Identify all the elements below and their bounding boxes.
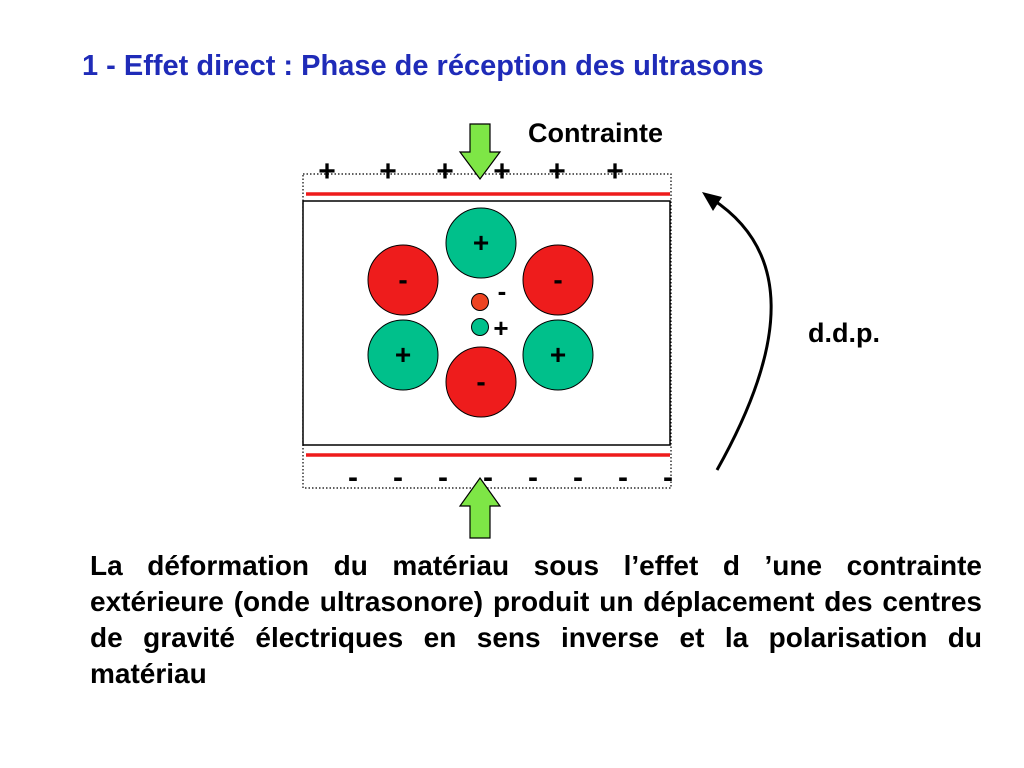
negative-ion — [367, 244, 439, 316]
voltage-arrow-head — [702, 192, 722, 211]
bottom-charge: - — [618, 461, 628, 494]
negative-ion-sign: - — [398, 264, 407, 295]
positive-ion-sign: + — [395, 339, 411, 370]
bottom-surface-charges: - - - - - - - - — [348, 461, 673, 494]
negative-charge-center — [471, 293, 489, 311]
stress-arrow-up — [458, 476, 502, 539]
top-charge: + — [379, 155, 397, 188]
bottom-charge: - — [348, 461, 358, 494]
top-charge: + — [436, 155, 454, 188]
voltage-label: d.d.p. — [808, 318, 880, 348]
stress-label: Contrainte — [528, 118, 663, 148]
positive-ion-sign: + — [473, 227, 489, 258]
top-charge: + — [493, 155, 511, 188]
positive-ion — [522, 319, 594, 391]
positive-ion — [445, 207, 517, 279]
top-charge: + — [548, 155, 566, 188]
positive-ion-sign: + — [550, 339, 566, 370]
bottom-charge: - — [483, 461, 493, 494]
bottom-charge: - — [573, 461, 583, 494]
slide-title: 1 - Effet direct : Phase de réception de… — [82, 50, 764, 82]
bottom-charge: - — [663, 461, 673, 494]
stress-arrow-down — [458, 123, 502, 181]
top-charge: + — [606, 155, 624, 188]
positive-charge-center — [471, 318, 489, 336]
negative-ion — [522, 244, 594, 316]
negative-ion-sign: - — [476, 366, 485, 397]
positive-ion — [367, 319, 439, 391]
ion-arrangement: + - - + + - — [367, 207, 594, 418]
negative-ion — [445, 346, 517, 418]
top-charge: + — [318, 155, 336, 188]
bottom-charge: - — [438, 461, 448, 494]
positive-center-sign: + — [493, 313, 508, 343]
negative-ion-sign: - — [553, 264, 562, 295]
bottom-charge: - — [528, 461, 538, 494]
voltage-arrow — [711, 197, 773, 471]
slide-caption: La déformation du matériau sous l’effet … — [90, 550, 982, 689]
bottom-charge: - — [393, 461, 403, 494]
top-surface-charges: + + + + + + — [318, 155, 624, 188]
negative-center-sign: - — [498, 276, 507, 306]
